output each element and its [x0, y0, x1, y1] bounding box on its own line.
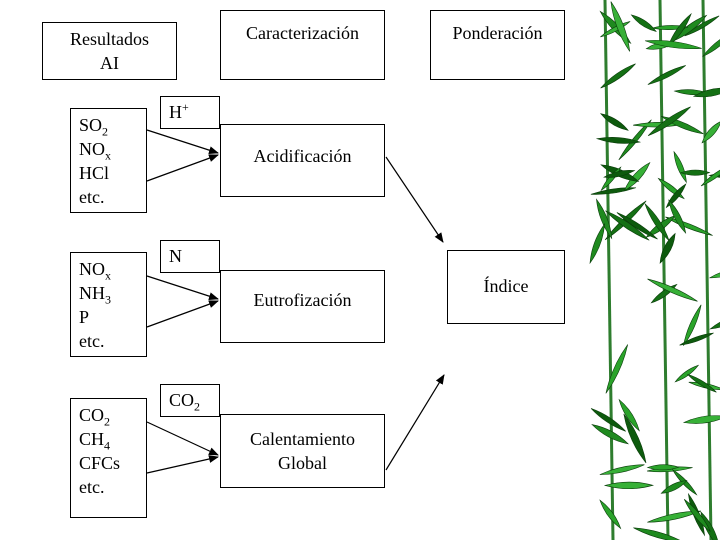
bamboo-leaf — [618, 398, 640, 432]
acidification-category-box: Acidificación — [220, 124, 385, 197]
bamboo-decoration — [589, 0, 720, 540]
bamboo-leaf — [600, 113, 629, 131]
bamboo-leaf — [591, 424, 630, 445]
bamboo-leaf — [701, 120, 720, 144]
arrow-global-warming-upper — [146, 421, 219, 456]
bamboo-leaf — [633, 527, 684, 540]
bamboo-leaf — [665, 183, 687, 209]
input-substance: CO2 — [79, 405, 111, 429]
bamboo-leaf — [605, 210, 650, 241]
bamboo-leaf — [647, 510, 701, 523]
arrow-acidification-upper — [146, 129, 219, 155]
bamboo-leaf — [659, 232, 676, 264]
arrow-acidification-lower — [146, 154, 219, 182]
bamboo-leaf — [644, 40, 702, 50]
bamboo-leaf — [709, 313, 720, 330]
bamboo-leaf — [708, 269, 720, 279]
input-substance: HCl — [79, 163, 110, 183]
input-substance: etc. — [79, 331, 105, 351]
input-substance: SO2 — [79, 115, 109, 139]
results-header-box: Resultados AI — [42, 22, 177, 80]
global-warming-inputs-box: CO2 CH4 CFCs etc. — [70, 398, 147, 518]
input-substance: CH4 — [79, 429, 111, 453]
arrow-global-warming-to-index — [385, 374, 445, 471]
input-substance: etc. — [79, 187, 105, 207]
eutrophication-category-label: Eutrofización — [253, 289, 352, 310]
bamboo-leaf — [630, 14, 657, 32]
results-header-line-1: Resultados — [70, 29, 149, 49]
eutrophication-equivalent-tag: N — [160, 240, 220, 273]
bamboo-leaf — [660, 480, 688, 494]
bamboo-leaf — [674, 364, 700, 383]
index-box: Índice — [447, 250, 565, 324]
bamboo-leaf — [682, 415, 720, 424]
bamboo-leaf — [684, 15, 720, 37]
bamboo-leaf — [623, 161, 651, 192]
arrow-eutrophication-lower — [146, 300, 219, 328]
bamboo-leaf — [599, 464, 645, 475]
arrow-global-warming-lower — [146, 455, 219, 474]
bamboo-leaf — [590, 408, 626, 432]
bamboo-leaf — [702, 31, 720, 57]
global-warming-equivalent-tag: CO2 — [160, 384, 220, 417]
bamboo-leaf — [668, 199, 687, 234]
bamboo-leaf — [600, 63, 636, 89]
global-warming-category-line-1: Calentamiento — [250, 429, 355, 449]
global-warming-category-line-2: Global — [278, 453, 327, 473]
bamboo-leaf — [687, 373, 717, 393]
eutrophication-category-box: Eutrofización — [220, 270, 385, 343]
bamboo-leaf — [673, 150, 687, 184]
bamboo-leaf — [610, 1, 631, 52]
results-header-line-2: AI — [100, 53, 119, 73]
input-substance: NOx — [79, 139, 111, 163]
bamboo-leaf — [647, 65, 686, 85]
eutrophication-inputs-box: NOx NH3 P etc. — [70, 252, 147, 357]
bamboo-leaf — [603, 170, 636, 178]
bamboo-leaf — [618, 119, 652, 161]
bamboo-leaf — [647, 278, 698, 302]
bamboo-leaf — [646, 464, 680, 471]
bamboo-leaf — [644, 203, 670, 241]
bamboo-leaf — [589, 222, 606, 265]
bamboo-leaf — [600, 166, 622, 192]
input-substance: P — [79, 307, 90, 327]
input-substance: NH3 — [79, 283, 111, 307]
input-substance: CFCs — [79, 453, 121, 473]
bamboo-stem — [603, 0, 615, 540]
bamboo-leaf — [657, 177, 685, 200]
index-label: Índice — [483, 276, 529, 296]
bamboo-stem — [658, 0, 670, 540]
bamboo-leaf — [595, 137, 642, 144]
arrow-eutrophication-upper — [146, 275, 219, 301]
arrow-acidification-to-index — [385, 156, 444, 243]
characterization-header-box: Caracterización — [220, 10, 385, 80]
weighting-header-label: Ponderación — [452, 23, 543, 43]
bamboo-leaf — [692, 87, 720, 98]
bamboo-leaf — [603, 481, 655, 490]
bamboo-leaf — [683, 499, 711, 532]
global-warming-category-box: Calentamiento Global — [220, 414, 385, 488]
bamboo-leaf — [679, 332, 714, 346]
acidification-inputs-box: SO2 NOx HCl etc. — [70, 108, 147, 213]
bamboo-leaf — [700, 164, 720, 187]
bamboo-leaf — [596, 198, 613, 240]
bamboo-leaf — [599, 499, 622, 530]
characterization-header-label: Caracterización — [246, 23, 359, 43]
acidification-category-label: Acidificación — [253, 145, 352, 166]
acidification-equivalent-tag: H+ — [160, 96, 220, 129]
bamboo-leaf — [683, 304, 702, 346]
bamboo-leaf — [679, 169, 711, 176]
input-substance: NOx — [79, 259, 111, 283]
bamboo-leaf — [623, 413, 647, 464]
input-substance: etc. — [79, 477, 105, 497]
weighting-header-box: Ponderación — [430, 10, 565, 80]
bamboo-leaf — [605, 344, 629, 394]
bamboo-stem — [701, 0, 713, 540]
bamboo-leaf — [647, 106, 691, 136]
bamboo-leaf — [667, 12, 692, 48]
bamboo-leaf — [616, 212, 658, 240]
